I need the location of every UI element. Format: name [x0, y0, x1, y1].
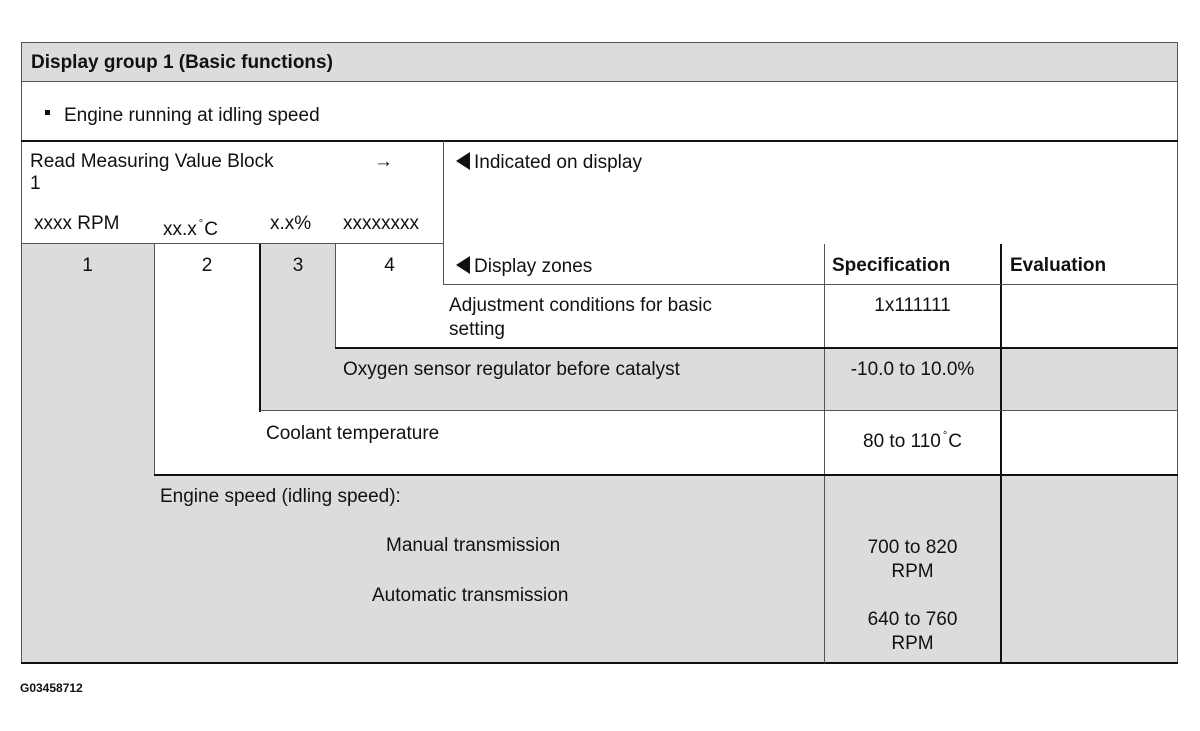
pointer-left-icon [456, 152, 470, 170]
oxygen-label: Oxygen sensor regulator before catalyst [343, 359, 680, 380]
condition-text: Engine running at idling speed [45, 104, 320, 128]
frame-bottom [21, 662, 1178, 664]
zone-number-2: 2 [201, 255, 213, 276]
zone-number-4: 4 [384, 255, 395, 276]
value-row-divider [21, 243, 443, 244]
adjustment-row-divider [335, 347, 1178, 349]
zone-divider-1 [154, 244, 155, 476]
zone-divider-2 [259, 244, 261, 412]
condition-divider [21, 140, 1178, 142]
coolant-label: Coolant temperature [266, 423, 440, 444]
header-divider [21, 81, 1178, 82]
coolant-row-divider [154, 474, 1178, 476]
display-value-code: xxxxxxxx [343, 213, 419, 234]
evaluation-header: Evaluation [1010, 255, 1107, 276]
indicated-label: Indicated on display [456, 151, 642, 175]
manual-spec-line2: RPM [891, 561, 934, 582]
engine-speed-row-background [154, 475, 1178, 663]
display-zones-header: Display zones [456, 255, 592, 279]
manual-transmission-label: Manual transmission [386, 535, 561, 556]
zone-number-1: 1 [82, 255, 93, 276]
zones-header-divider [443, 284, 1177, 285]
oxygen-row-background [260, 348, 1178, 411]
engine-speed-label: Engine speed (idling speed): [160, 486, 401, 507]
spec-column-divider [824, 244, 825, 663]
degree-symbol: ° [198, 218, 204, 230]
adjustment-spec: 1x111111 [874, 295, 951, 316]
page-title: Display group 1 (Basic functions) [31, 52, 333, 73]
figure-id: G03458712 [20, 681, 83, 695]
display-value-temp: xx.x°C [163, 218, 218, 240]
oxygen-row-divider [260, 410, 1178, 411]
frame-left [21, 42, 22, 663]
specification-header: Specification [832, 255, 951, 276]
header-background [21, 43, 1178, 81]
degree-symbol: ° [942, 430, 948, 442]
condition-label: Engine running at idling speed [64, 105, 320, 126]
frame-top [21, 42, 1178, 43]
display-value-rpm: xxxx RPM [34, 213, 120, 234]
display-value-percent: x.x% [270, 213, 312, 234]
manual-spec-line1: 700 to 820 [867, 537, 958, 558]
read-block-label: Read Measuring Value Block [30, 151, 274, 172]
oxygen-spec: -10.0 to 10.0% [850, 359, 975, 380]
adjustment-label-line1: Adjustment conditions for basic [449, 295, 712, 316]
pointer-left-icon [456, 256, 470, 274]
auto-spec-line1: 640 to 760 [867, 609, 958, 630]
left-block-divider [443, 141, 444, 284]
zone-divider-3 [335, 244, 336, 349]
coolant-spec: 80 to 110°C [863, 430, 962, 452]
read-block-number: 1 [30, 173, 41, 194]
zone-number-3: 3 [292, 255, 304, 276]
automatic-transmission-label: Automatic transmission [372, 585, 569, 606]
adjustment-label-line2: setting [449, 319, 505, 340]
eval-column-divider [1000, 244, 1002, 663]
zone3-column [260, 244, 336, 348]
auto-spec-line2: RPM [891, 633, 934, 654]
read-block-arrow: → [374, 151, 393, 172]
bullet-icon [45, 110, 50, 115]
frame-right [1177, 42, 1178, 663]
zone1-column [21, 244, 154, 663]
